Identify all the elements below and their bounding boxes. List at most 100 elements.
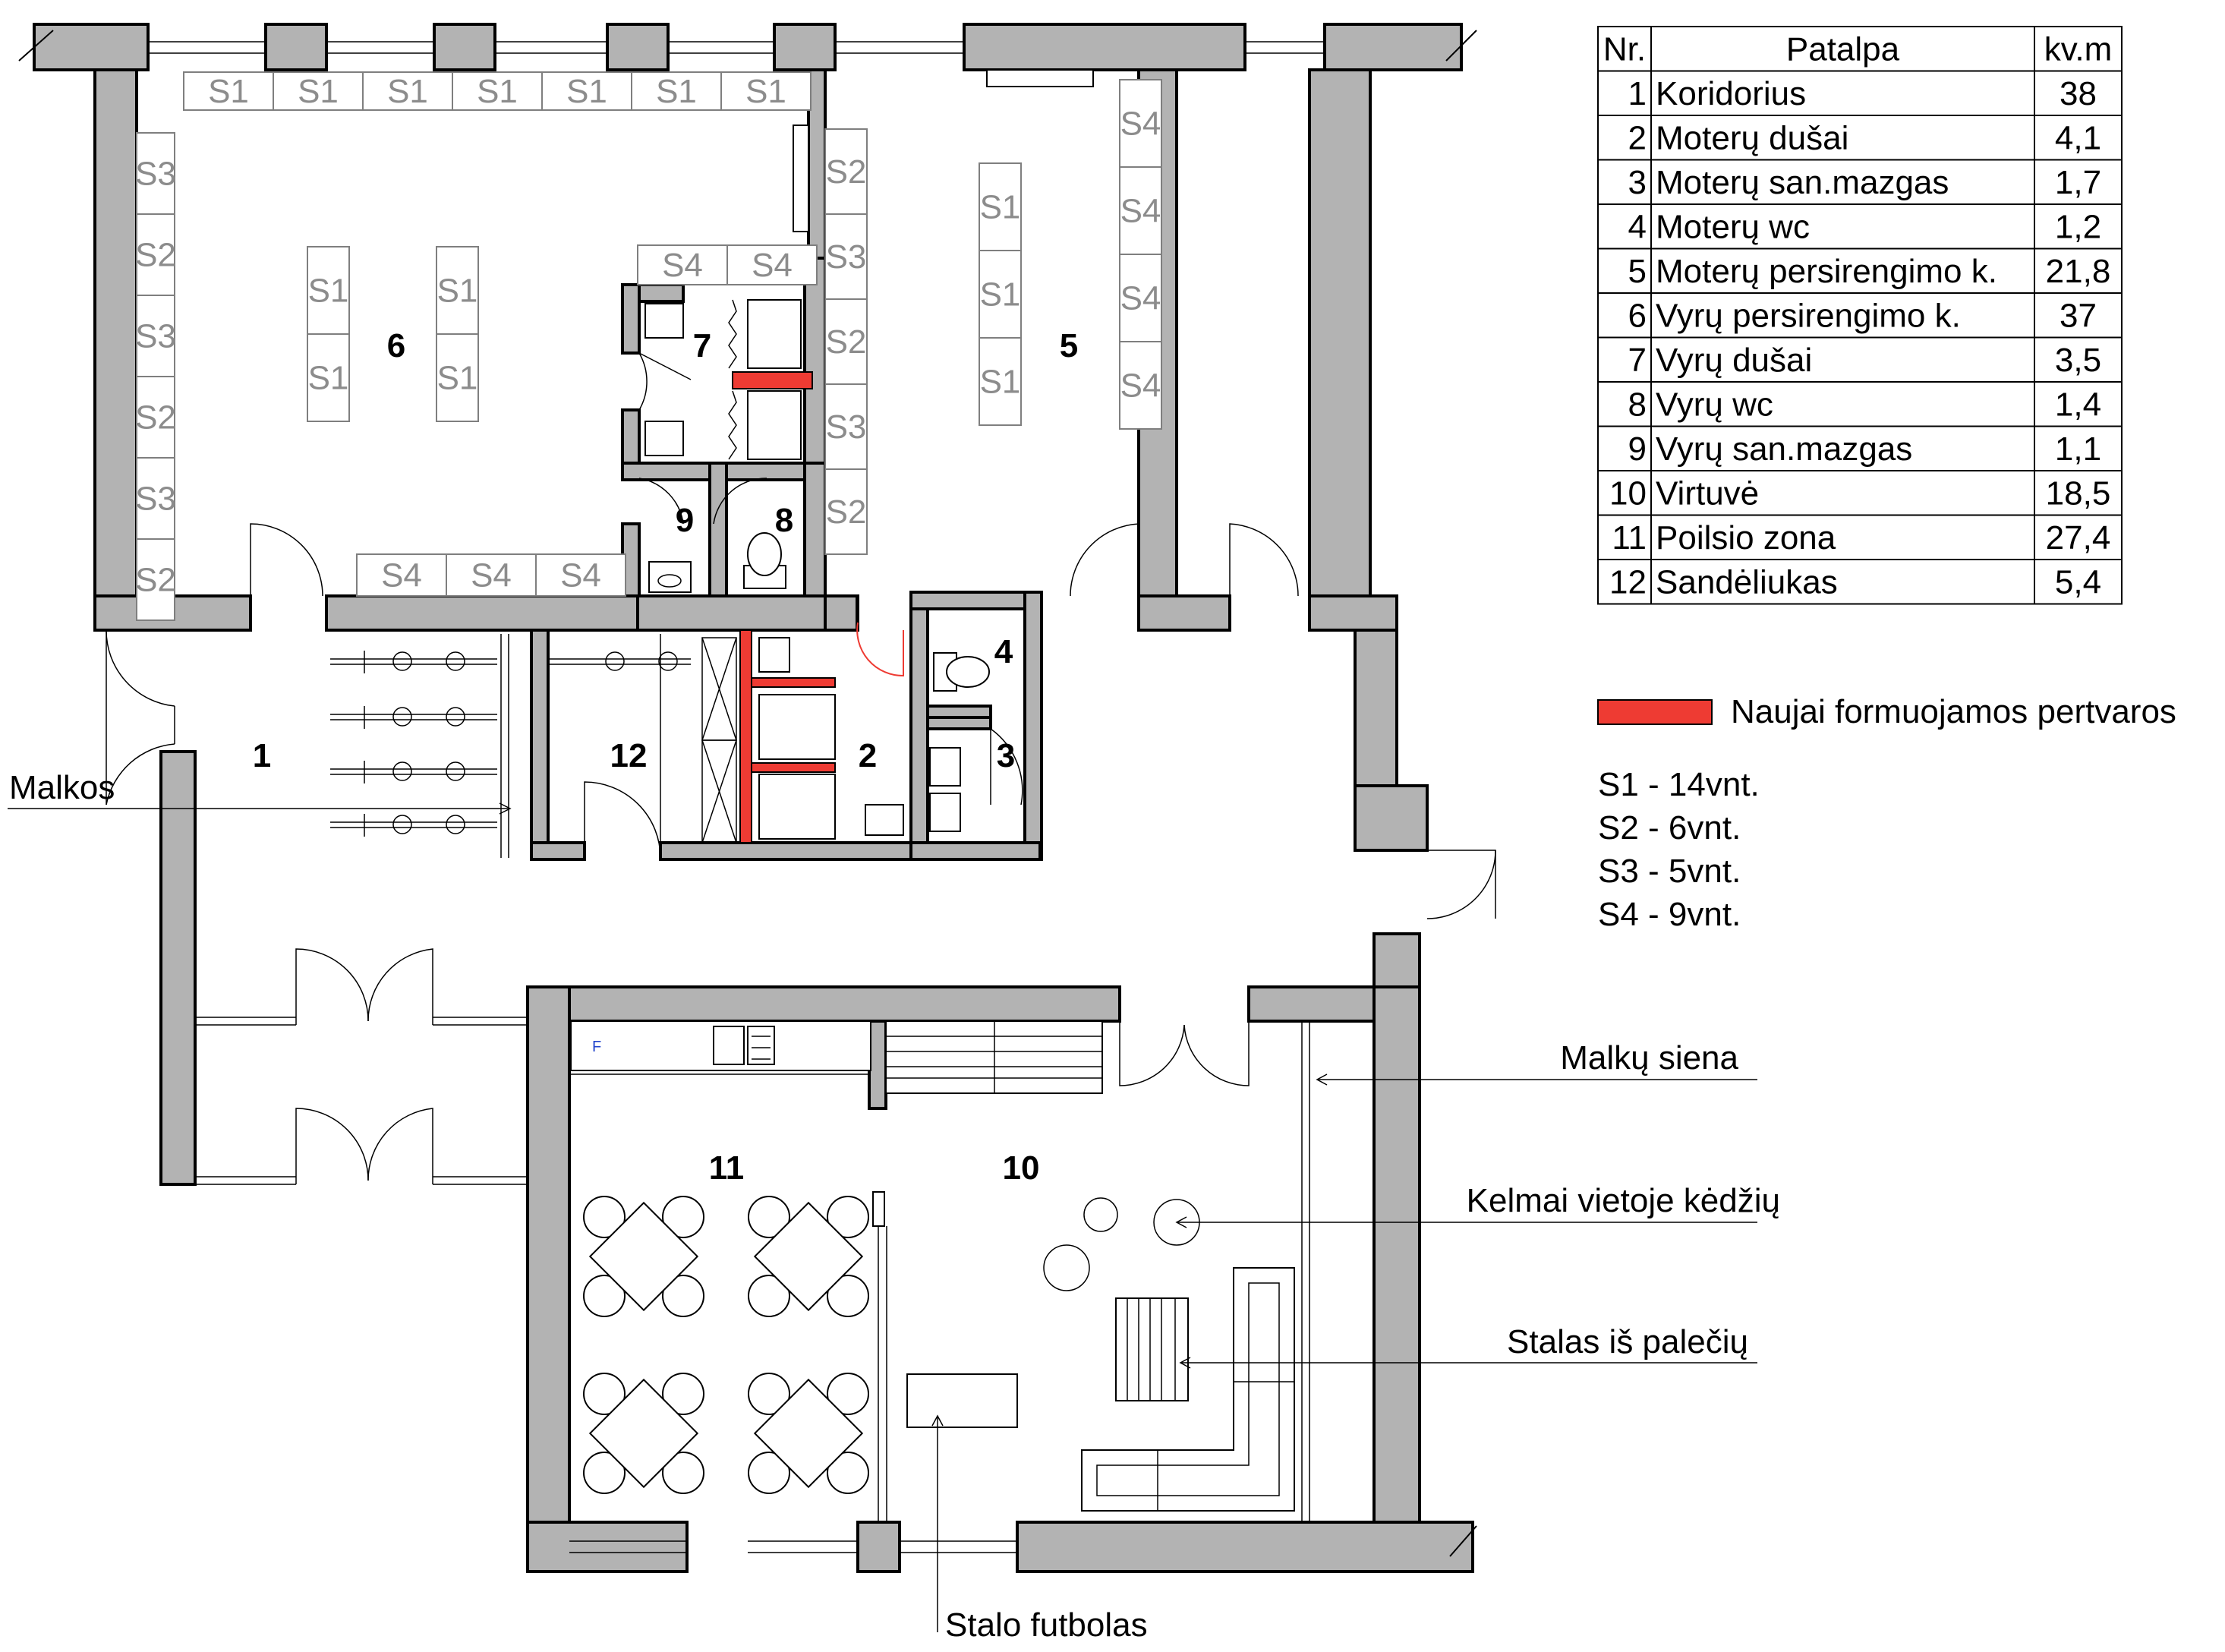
locker-s4-r5right: S4 xyxy=(1119,254,1162,342)
room-number-3: 3 xyxy=(997,737,1015,774)
locker-s4-mid: S4 xyxy=(637,244,728,285)
annotation-futbolas: Stalo futbolas xyxy=(945,1606,1148,1644)
locker-s4-r5right: S4 xyxy=(1119,341,1162,430)
legend-count-s4: S4 - 9vnt. xyxy=(1598,896,1741,933)
table-cell: Moterų dušai xyxy=(1656,119,1848,156)
dining-table xyxy=(748,1373,869,1494)
annotation-malkos: Malkos xyxy=(9,769,115,806)
locker-s1-center: S1 xyxy=(436,246,479,335)
walls xyxy=(33,23,1474,1573)
locker-s1-r5: S1 xyxy=(979,337,1022,426)
room-number-11: 11 xyxy=(709,1149,745,1187)
locker-s1-top: S1 xyxy=(183,71,274,111)
locker-label: S3 xyxy=(135,318,176,355)
locker-label: S1 xyxy=(437,360,478,397)
locker-label: S4 xyxy=(471,557,512,594)
locker-label: S1 xyxy=(298,73,339,110)
locker-s1-top: S1 xyxy=(541,71,632,111)
table-cell: 5,4 xyxy=(2055,563,2101,601)
table-cell: 9 xyxy=(1628,430,1647,468)
locker-s1-center: S1 xyxy=(307,333,350,422)
locker-label: S1 xyxy=(208,73,249,110)
locker-label: S2 xyxy=(135,237,176,274)
dining-table xyxy=(748,1196,869,1317)
annotations: Malkos Malkų siena Kelmai vietoje kėdžių… xyxy=(9,769,1780,1644)
locker-s4-bottom: S4 xyxy=(446,553,537,597)
locker-s2-r5left: S2 xyxy=(824,468,868,555)
locker-s4-bottom: S4 xyxy=(356,553,447,597)
legend-count-s2: S2 - 6vnt. xyxy=(1598,809,1741,846)
dining-table xyxy=(583,1373,704,1494)
locker-label: S2 xyxy=(826,323,867,361)
dining-table xyxy=(583,1196,704,1317)
table-cell: 3,5 xyxy=(2055,342,2101,379)
bicycle-icon xyxy=(330,814,497,837)
table-header-cell: Patalpa xyxy=(1786,30,1900,68)
table-cell: 7 xyxy=(1628,342,1647,379)
table-cell: Virtuvė xyxy=(1656,474,1759,512)
fridge-mark: F xyxy=(592,1039,601,1055)
locker-s2-left: S2 xyxy=(135,213,176,296)
locker-s1-top: S1 xyxy=(720,71,812,111)
table-header-cell: kv.m xyxy=(2044,30,2113,68)
locker-s4-r5right: S4 xyxy=(1119,79,1162,168)
legend: Naujai formuojamos pertvaros S1 - 14vnt.… xyxy=(1597,693,2176,933)
leaders xyxy=(8,802,1757,1632)
table-cell: 27,4 xyxy=(2046,519,2111,556)
locker-label: S2 xyxy=(135,399,176,437)
locker-label: S1 xyxy=(437,273,478,310)
windows xyxy=(148,41,1325,1553)
fixtures xyxy=(500,299,1310,1522)
bicycle-icon xyxy=(330,651,497,673)
annotation-malku-siena: Malkų siena xyxy=(1560,1039,1738,1077)
locker-label: S1 xyxy=(980,364,1021,401)
locker-label: S1 xyxy=(387,73,428,110)
bicycle-icon xyxy=(547,651,691,671)
locker-s1-top: S1 xyxy=(452,71,543,111)
table-cell: Koridorius xyxy=(1656,75,1806,112)
table-cell: 38 xyxy=(2060,75,2097,112)
locker-label: S4 xyxy=(560,557,601,594)
locker-s4-mid: S4 xyxy=(726,244,818,285)
room-number-9: 9 xyxy=(676,502,694,539)
locker-s3-r5left: S3 xyxy=(824,213,868,300)
locker-label: S3 xyxy=(135,481,176,518)
locker-label: S2 xyxy=(826,493,867,531)
locker-s1-r5: S1 xyxy=(979,250,1022,339)
locker-s2-r5left: S2 xyxy=(824,128,868,215)
table-header-cell: Nr. xyxy=(1603,30,1646,68)
table-cell: Vyrų dušai xyxy=(1656,342,1812,379)
locker-label: S1 xyxy=(477,73,518,110)
room-number-8: 8 xyxy=(775,502,793,539)
locker-s3-left: S3 xyxy=(135,295,176,377)
locker-label: S4 xyxy=(662,247,703,284)
legend-partition-label: Naujai formuojamos pertvaros xyxy=(1731,693,2176,730)
break-marks xyxy=(18,30,1477,1557)
locker-label: S4 xyxy=(1120,367,1161,405)
locker-s1-center: S1 xyxy=(436,333,479,422)
table-cell: 1,2 xyxy=(2055,208,2101,245)
locker-label: S4 xyxy=(381,557,422,594)
locker-s1-top: S1 xyxy=(273,71,364,111)
locker-s3-r5left: S3 xyxy=(824,383,868,470)
table-cell: 1,4 xyxy=(2055,386,2101,423)
locker-label: S2 xyxy=(135,562,176,599)
locker-s1-center: S1 xyxy=(307,246,350,335)
locker-s4-bottom: S4 xyxy=(535,553,626,597)
locker-s4-r5right: S4 xyxy=(1119,166,1162,255)
table-cell: Sandėliukas xyxy=(1656,563,1838,601)
locker-label: S1 xyxy=(980,189,1021,226)
table-cell: 4 xyxy=(1628,208,1647,245)
annotation-stalas: Stalas iš palečių xyxy=(1507,1323,1748,1360)
table-cell: 3 xyxy=(1628,164,1647,201)
table-cell: 5 xyxy=(1628,253,1647,290)
room-number-6: 6 xyxy=(387,327,405,364)
table-cell: 11 xyxy=(1612,519,1647,556)
table-cell: Poilsio zona xyxy=(1656,519,1836,556)
locker-s2-left: S2 xyxy=(135,376,176,459)
table-cell: Vyrų san.mazgas xyxy=(1656,430,1912,468)
room-numbers: 1 2 3 4 5 6 7 8 9 10 11 12 xyxy=(253,327,1078,1187)
locker-label: S4 xyxy=(1120,280,1161,317)
table-cell: 1 xyxy=(1628,75,1647,112)
